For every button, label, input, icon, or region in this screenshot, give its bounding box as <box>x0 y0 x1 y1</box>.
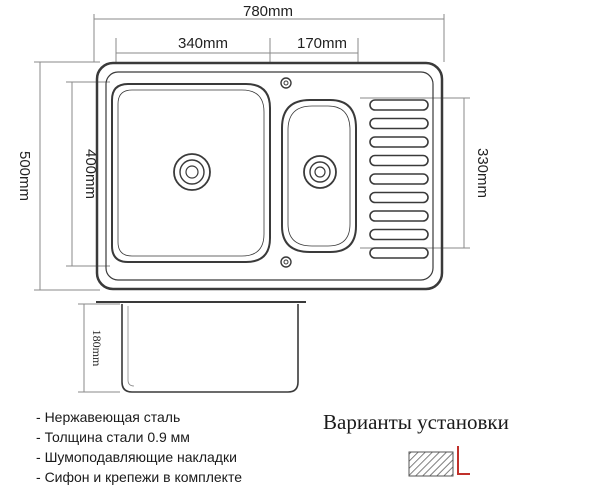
drainboard-rib <box>369 154 429 167</box>
small-bowl-depth-dimension <box>360 97 470 249</box>
feature-item: Сифон и крепежи в комплекте <box>36 467 242 487</box>
drainboard-rib <box>369 173 429 185</box>
overall-depth-dimension <box>34 61 100 291</box>
feature-item: Нержавеющая сталь <box>36 407 242 427</box>
overflow-hole-icon <box>280 256 292 268</box>
bowl-height-label: 180mm <box>90 330 104 367</box>
overall-width-dimension <box>93 14 445 62</box>
installation-title: Варианты установки <box>323 410 509 434</box>
sink-inner-rim <box>105 71 434 281</box>
large-bowl-depth-dimension <box>66 81 110 267</box>
small-bowl-width-label: 170mm <box>297 35 347 52</box>
small-bowl-inner <box>287 105 351 247</box>
large-bowl-width-label: 340mm <box>178 35 228 52</box>
drainboard-ribs <box>369 99 429 259</box>
tap-hole-icon <box>280 77 292 89</box>
drainboard-rib <box>369 191 429 204</box>
sink-top-view <box>95 61 444 291</box>
drainboard-rib <box>369 210 429 222</box>
feature-item: Толщина стали 0.9 мм <box>36 427 242 447</box>
feature-list: Нержавеющая сталь Толщина стали 0.9 мм Ш… <box>36 407 242 487</box>
overall-width-label: 780mm <box>243 3 293 20</box>
installation-variant-icon <box>408 446 470 477</box>
feature-item: Шумоподавляющие накладки <box>36 447 242 467</box>
bowl-height-dimension <box>78 303 120 393</box>
sink-outer-rim <box>95 61 444 291</box>
small-bowl-depth-label: 330mm <box>474 148 491 198</box>
profile-bowl <box>121 304 299 393</box>
large-bowl-depth-label: 400mm <box>82 149 99 199</box>
large-bowl-inner <box>117 89 265 257</box>
bowl-width-dimensions <box>115 38 359 62</box>
overall-depth-label: 500mm <box>16 151 33 201</box>
drainboard-rib <box>369 99 429 111</box>
drainboard-rib <box>369 247 429 259</box>
large-bowl <box>111 83 271 263</box>
small-bowl <box>281 99 357 253</box>
drainboard-rib <box>369 117 429 130</box>
drainboard-rib <box>369 228 429 241</box>
sink-side-profile <box>96 301 306 393</box>
large-bowl-drain-icon <box>173 153 211 191</box>
drainboard-rib <box>369 136 429 148</box>
small-bowl-drain-icon <box>303 155 337 189</box>
